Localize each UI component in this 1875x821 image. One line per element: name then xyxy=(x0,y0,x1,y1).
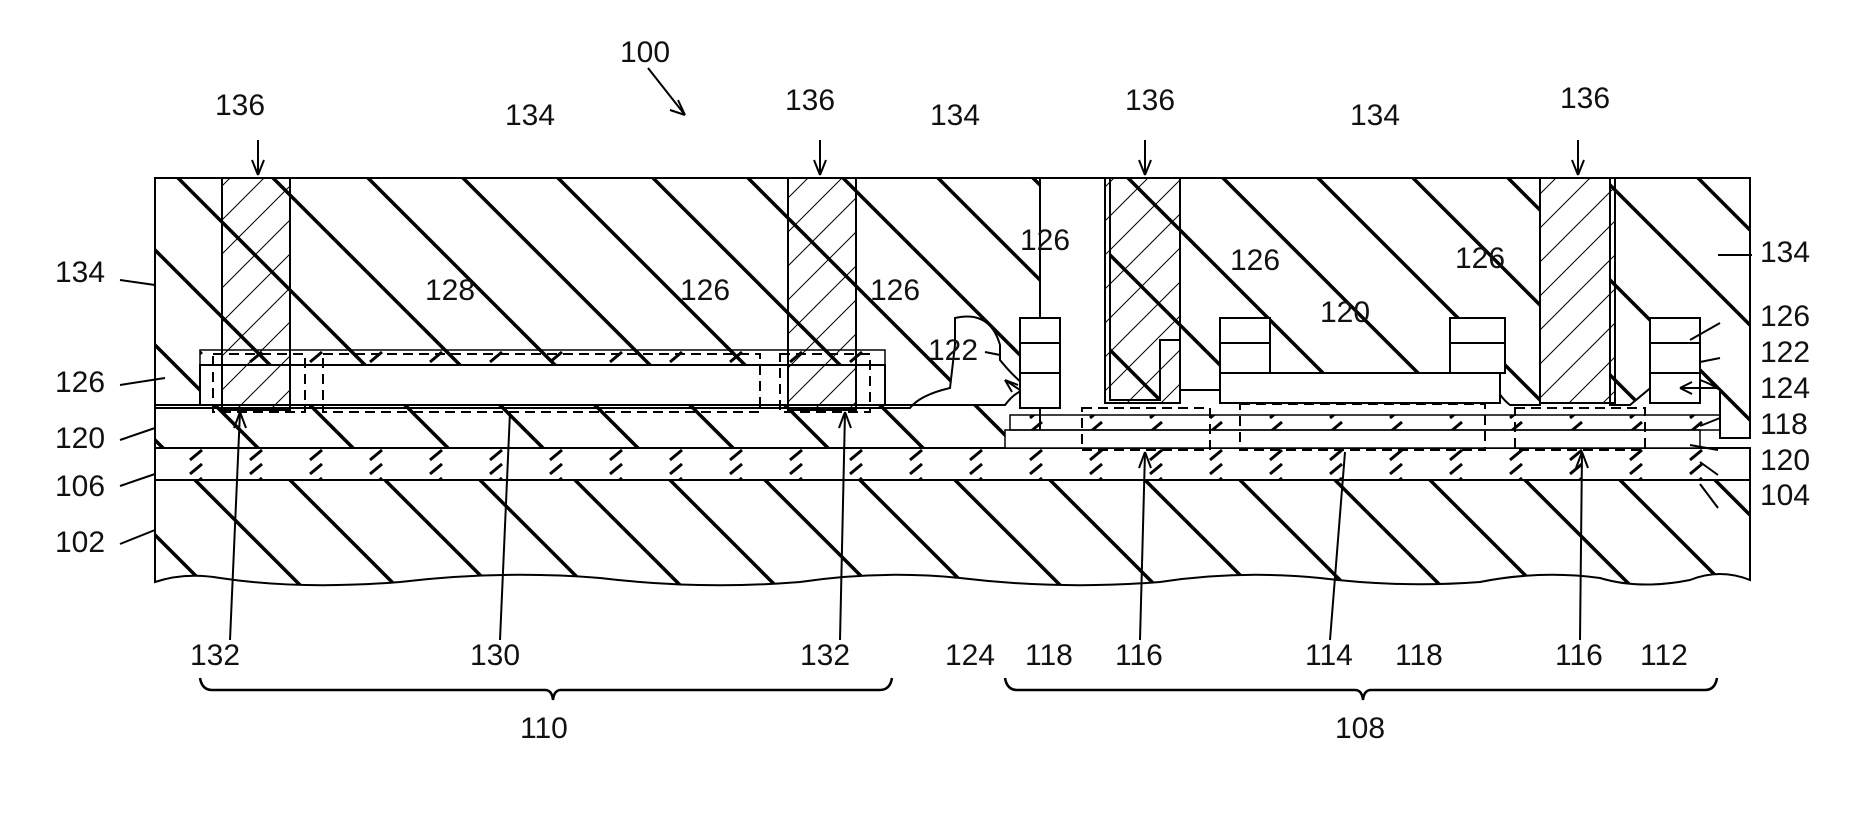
silicide-label-gate2: 126 xyxy=(1230,244,1280,277)
liner-label-right: 118 xyxy=(1395,639,1443,672)
contact-label-d: 136 xyxy=(1560,82,1610,115)
nitride-label-left: 122 xyxy=(928,334,978,367)
contact-region-label-right: 132 xyxy=(800,639,850,672)
active-region xyxy=(1005,430,1700,448)
contact-label-c: 136 xyxy=(1125,84,1175,117)
silicide-label-right: 126 xyxy=(1760,300,1810,333)
substrate-label: 102 xyxy=(55,526,105,559)
resistor-body-label: 128 xyxy=(425,274,475,307)
contact-region-label-left: 132 xyxy=(190,639,240,672)
resistor-body xyxy=(200,365,885,405)
ild-label-c: 134 xyxy=(1350,99,1400,132)
silicide-label-mid: 126 xyxy=(680,274,730,307)
nitride-label-right: 122 xyxy=(1760,336,1810,369)
silicide-label-edge: 126 xyxy=(870,274,920,307)
contact-label-a: 136 xyxy=(215,89,265,122)
isolation-layer xyxy=(155,448,1750,480)
sd-label-left: 116 xyxy=(1115,639,1163,672)
region-label-left: 110 xyxy=(520,712,568,745)
ild-label-b: 134 xyxy=(930,99,980,132)
spacer-inner-label: 118 xyxy=(1760,408,1808,441)
brace-left xyxy=(200,678,892,700)
resistor-region-label: 130 xyxy=(470,639,520,672)
liner-label-left: 118 xyxy=(1025,639,1073,672)
contact-label-b: 136 xyxy=(785,84,835,117)
figure-number-label: 100 xyxy=(620,36,670,69)
silicide-label-gate1: 126 xyxy=(1020,224,1070,257)
ild-label-right: 134 xyxy=(1760,236,1810,269)
isolation-label-right: 104 xyxy=(1760,479,1810,512)
dielectric-label-left: 120 xyxy=(55,422,105,455)
sd-label-right: 116 xyxy=(1555,639,1603,672)
isolation-label-left: 106 xyxy=(55,470,105,503)
gate-dielectric-label: 120 xyxy=(1320,296,1370,329)
spacer-bottom-label: 124 xyxy=(945,639,995,672)
brace-right xyxy=(1005,678,1717,700)
spacer-label-right: 124 xyxy=(1760,372,1810,405)
silicide-label-gate3: 126 xyxy=(1455,242,1505,275)
region-label-right: 108 xyxy=(1335,712,1385,745)
substrate xyxy=(155,480,1750,585)
gate-dielectric xyxy=(1010,415,1720,430)
well-label: 112 xyxy=(1640,639,1688,672)
silicide-layer-left xyxy=(200,350,885,365)
ild-label-a: 134 xyxy=(505,99,555,132)
gate-stack-left xyxy=(1020,318,1060,408)
silicide-label-left: 126 xyxy=(55,366,105,399)
ild-label-left: 134 xyxy=(55,256,105,289)
channel-label: 114 xyxy=(1305,639,1353,672)
dielectric-label-right: 120 xyxy=(1760,444,1810,477)
